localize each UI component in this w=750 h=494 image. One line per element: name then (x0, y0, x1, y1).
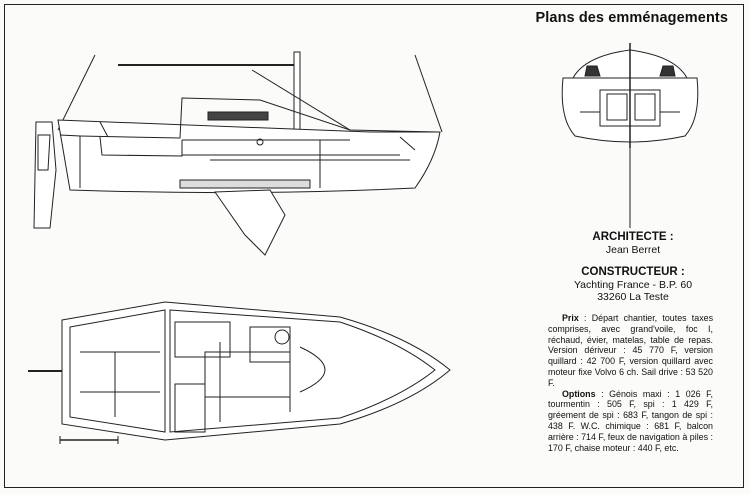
builder-label: CONSTRUCTEUR : (581, 266, 685, 278)
side-profile-drawing (33, 51, 443, 256)
pricing-block: Prix : Départ chantier, toutes taxes com… (548, 313, 713, 453)
options-paragraph: Options : Génois maxi : 1 026 F, tourmen… (548, 389, 713, 454)
builder-line-1: Yachting France - B.P. 60 (573, 278, 693, 291)
options-text: : Génois maxi : 1 026 F, tourmentin : 50… (548, 388, 713, 453)
builder-line-2: 33260 La Teste (597, 291, 669, 303)
architect-label: ARCHITECTE : (592, 231, 674, 243)
price-text: : Départ chantier, toutes taxes comprise… (548, 313, 714, 388)
options-label: Options (562, 388, 596, 399)
cross-section-drawing (561, 43, 699, 228)
price-paragraph: Prix : Départ chantier, toutes taxes com… (548, 313, 713, 389)
architect-name: Jean Berret (605, 243, 661, 256)
page-frame (4, 4, 744, 488)
page-title: Plans des emménagements (535, 10, 728, 26)
credits-block: ARCHITECTE : Jean Berret CONSTRUCTEUR : … (548, 231, 718, 304)
price-label: Prix (562, 313, 579, 323)
deck-plan-drawing (28, 301, 451, 444)
